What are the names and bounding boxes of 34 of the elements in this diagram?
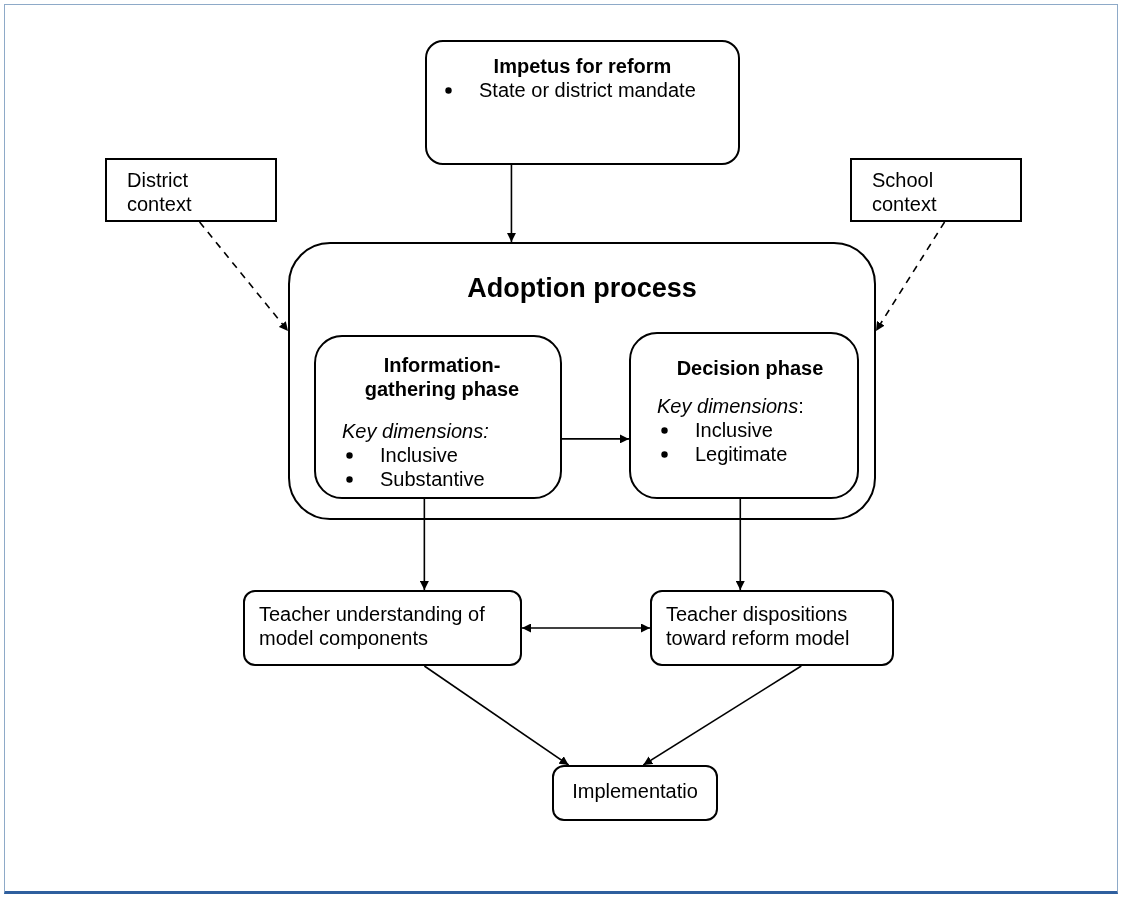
- bullet-item: Inclusive: [380, 443, 459, 467]
- box-text: Teacher understanding of model components: [259, 602, 486, 650]
- rounded-box: [552, 765, 718, 821]
- rounded-box: [650, 590, 894, 666]
- context-box: [105, 158, 277, 222]
- bullet-item: Substantive: [380, 467, 486, 491]
- arrow: [642, 665, 803, 766]
- group-box: [288, 242, 876, 520]
- subheading: Key dimensions:: [342, 419, 490, 443]
- arrow: [521, 623, 651, 633]
- rounded-box: [314, 335, 562, 499]
- arrow: [419, 498, 429, 591]
- box-heading: Impetus for reform: [492, 54, 673, 78]
- bullet-item: Inclusive: [695, 418, 774, 442]
- box-heading: Adoption process: [466, 272, 698, 305]
- bullet-item: Legitimate: [695, 442, 789, 466]
- box-text: District context: [127, 168, 193, 216]
- rounded-box: [629, 332, 859, 499]
- context-box: [850, 158, 1022, 222]
- subheading: Key dimensions:: [657, 394, 805, 418]
- bullet-item: State or district mandate: [479, 78, 697, 102]
- rounded-box: [425, 40, 740, 165]
- arrow: [506, 164, 516, 243]
- arrow: [561, 434, 630, 444]
- arrow: [198, 221, 289, 332]
- arrow: [423, 665, 570, 766]
- box-heading: Decision phase: [675, 356, 825, 380]
- box-text: School context: [872, 168, 938, 216]
- box-heading: Information-gathering phase: [363, 353, 521, 401]
- box-text: Teacher dispositions toward reform model: [666, 602, 851, 650]
- rounded-box: [243, 590, 522, 666]
- arrow: [735, 498, 745, 591]
- arrow: [875, 221, 946, 332]
- box-text: Implementatio: [571, 779, 699, 803]
